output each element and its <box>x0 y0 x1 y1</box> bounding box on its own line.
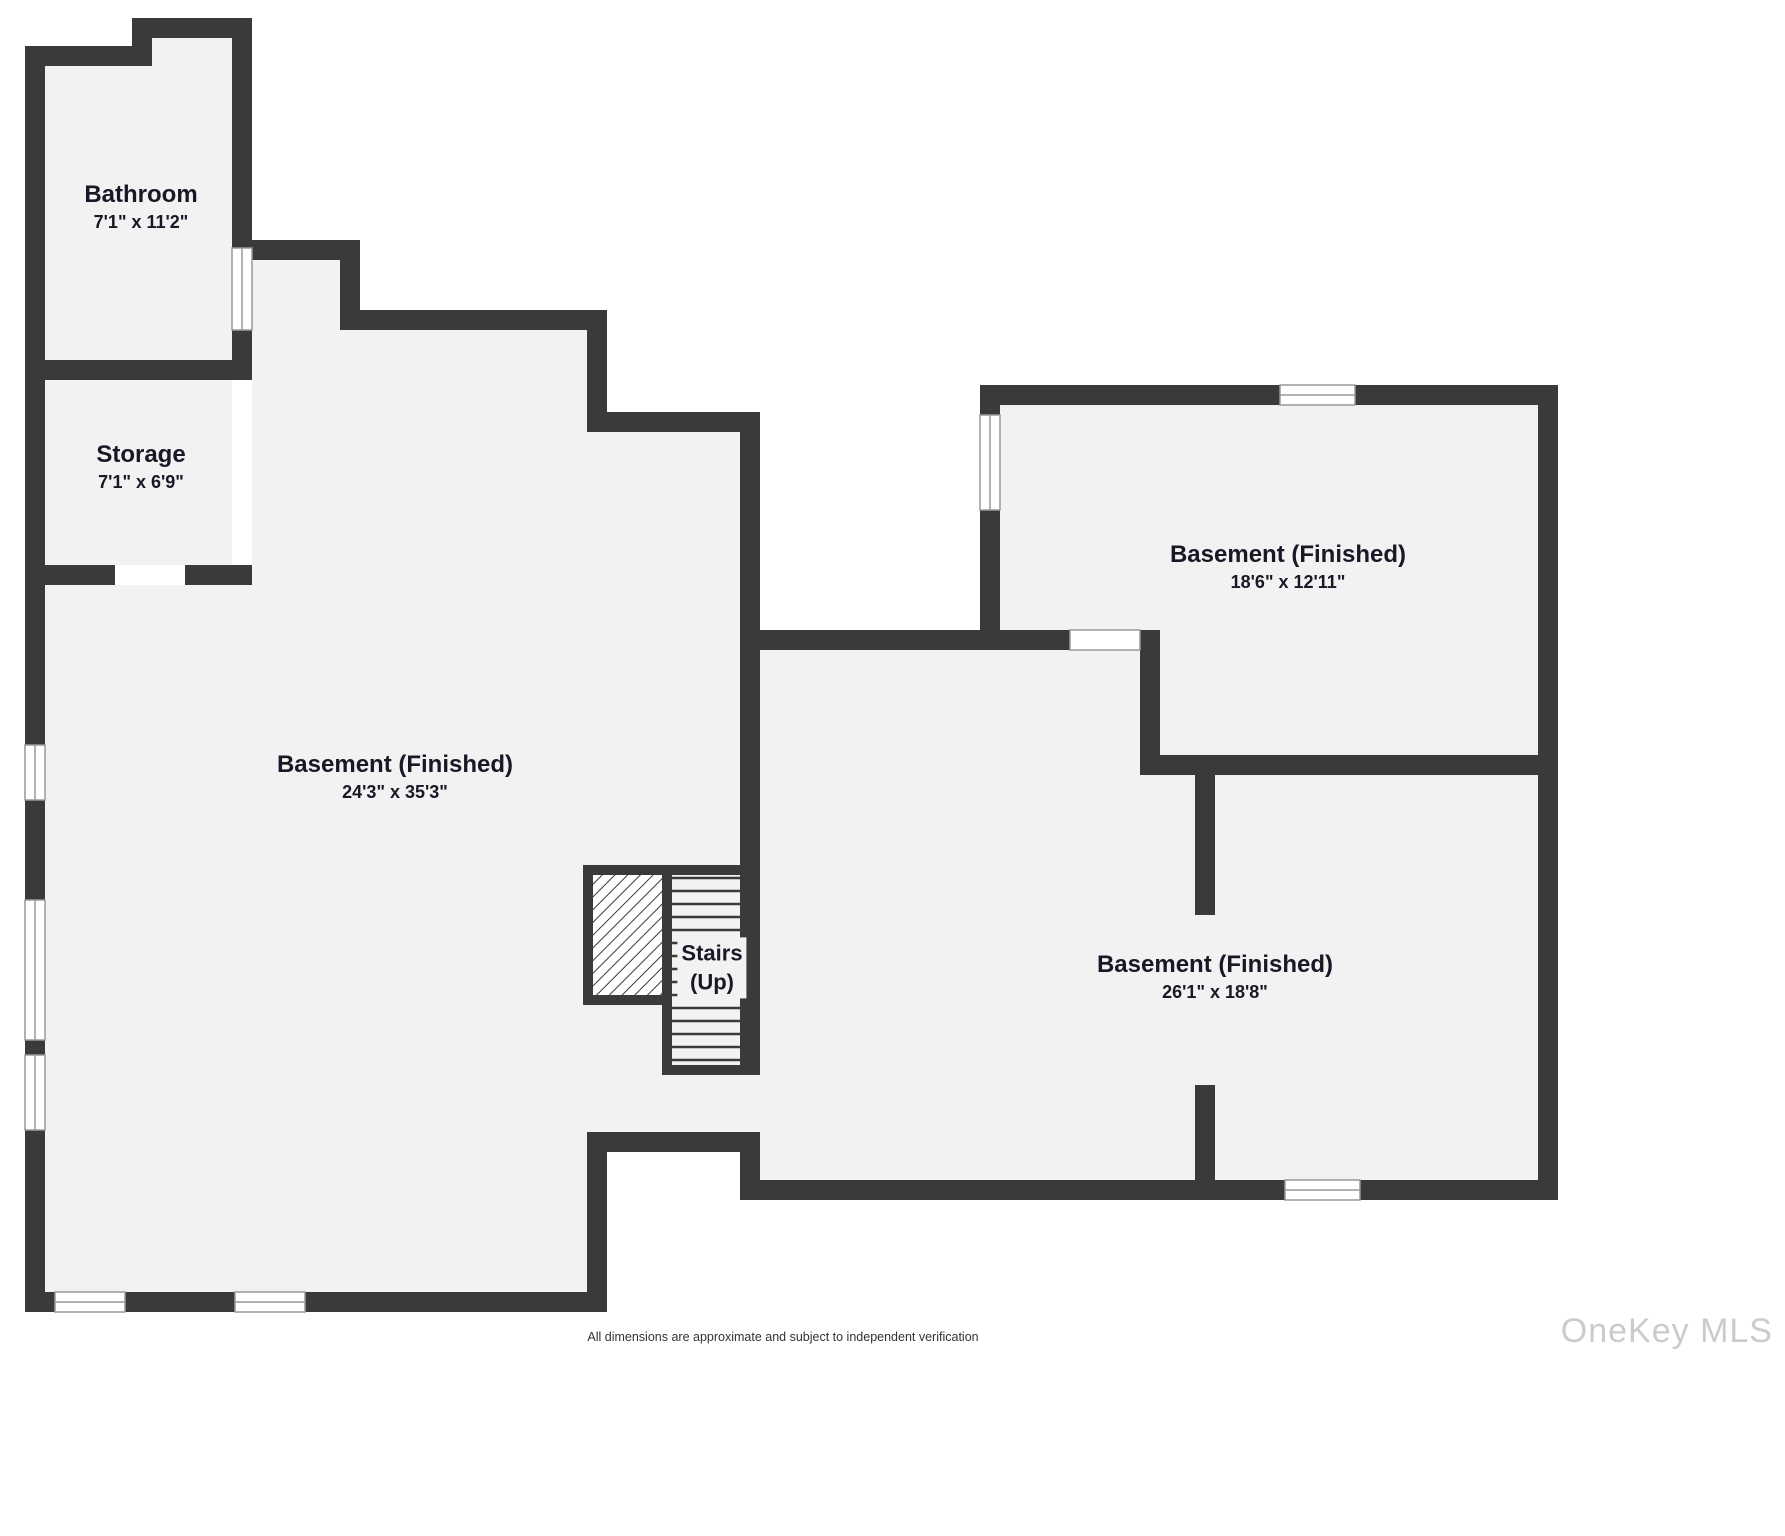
wall-segment <box>740 630 1160 650</box>
room-area-bathroom <box>45 38 232 360</box>
wall-segment <box>340 310 607 330</box>
room-label-basement-bottom-right: Basement (Finished) 26'1" x 18'8" <box>1097 950 1333 1004</box>
stair-wall <box>662 1065 760 1075</box>
window <box>24 1054 46 1131</box>
wall-segment <box>740 1180 1558 1200</box>
wall-segment <box>252 240 360 260</box>
room-fills <box>45 38 1538 1292</box>
room-dimensions: 7'1" x 11'2" <box>93 211 189 232</box>
window <box>231 247 253 331</box>
room-area-basement-left <box>45 585 607 1292</box>
room-dimensions: 18'6" x 12'11" <box>1230 571 1346 592</box>
window <box>1284 1179 1361 1201</box>
wall-segment <box>340 240 360 330</box>
stairs-label-line2: (Up) <box>690 969 734 994</box>
wall-segment <box>1195 775 1215 915</box>
stairs-label-line1: Stairs <box>681 940 743 966</box>
room-area-basement-bottom-right <box>760 650 1538 1180</box>
wall-segment <box>1538 385 1558 1200</box>
wall-segment <box>587 1132 607 1312</box>
wall-segment <box>587 310 607 432</box>
onekey-mls-watermark: OneKey MLS <box>1560 1312 1773 1350</box>
window <box>979 414 1001 511</box>
room-dimensions: 26'1" x 18'8" <box>1162 981 1268 1002</box>
room-label-bathroom: Bathroom 7'1" x 11'2" <box>84 180 197 234</box>
window <box>24 744 46 801</box>
door-openings <box>115 565 1141 651</box>
stair-wall <box>583 865 593 1005</box>
wall-segment <box>1140 755 1558 775</box>
room-name: Storage <box>96 440 186 468</box>
room-area-basement-top-right <box>1000 405 1538 755</box>
wall-segment <box>740 412 760 1075</box>
room-area-storage <box>45 380 232 565</box>
room-area-basement-left <box>252 260 340 590</box>
room-label-storage: Storage 7'1" x 6'9" <box>96 440 185 494</box>
room-name: Basement (Finished) <box>276 750 514 778</box>
room-name: Bathroom <box>84 180 198 208</box>
room-label-basement-top-right: Basement (Finished) 18'6" x 12'11" <box>1170 540 1406 594</box>
stairs <box>583 865 760 1075</box>
disclaimer-text: All dimensions are approximate and subje… <box>587 1330 979 1344</box>
wall-segment <box>25 360 252 380</box>
wall-segment <box>1195 1085 1215 1200</box>
wall-segment <box>132 18 252 38</box>
room-dimensions: 24'3" x 35'3" <box>342 781 448 802</box>
wall-segment <box>25 46 152 66</box>
wall-segment <box>25 1292 607 1312</box>
windows <box>24 247 1361 1313</box>
room-name: Basement (Finished) <box>1169 540 1407 568</box>
wall-segment <box>1140 630 1160 775</box>
stairs-label: Stairs (Up) <box>677 937 747 999</box>
stair-wall <box>583 995 672 1005</box>
wall-segment <box>587 412 760 432</box>
window <box>54 1291 126 1313</box>
window <box>24 899 46 1041</box>
window <box>234 1291 306 1313</box>
room-area-basement-left <box>340 330 587 600</box>
room-dimensions: 7'1" x 6'9" <box>98 471 184 492</box>
window <box>1279 384 1356 406</box>
wall-segment <box>25 565 115 585</box>
wall-segment <box>587 1132 760 1152</box>
door-opening <box>115 565 185 585</box>
wall-segment <box>980 385 1558 405</box>
passage-opening <box>740 1075 760 1132</box>
walls <box>25 18 1558 1312</box>
room-label-basement-left: Basement (Finished) 24'3" x 35'3" <box>277 750 513 804</box>
door-opening <box>1069 629 1141 651</box>
wall-segment <box>185 565 252 585</box>
stair-wall <box>662 865 672 1075</box>
room-name: Basement (Finished) <box>1096 950 1334 978</box>
stairs-hatch-pattern <box>593 875 662 995</box>
